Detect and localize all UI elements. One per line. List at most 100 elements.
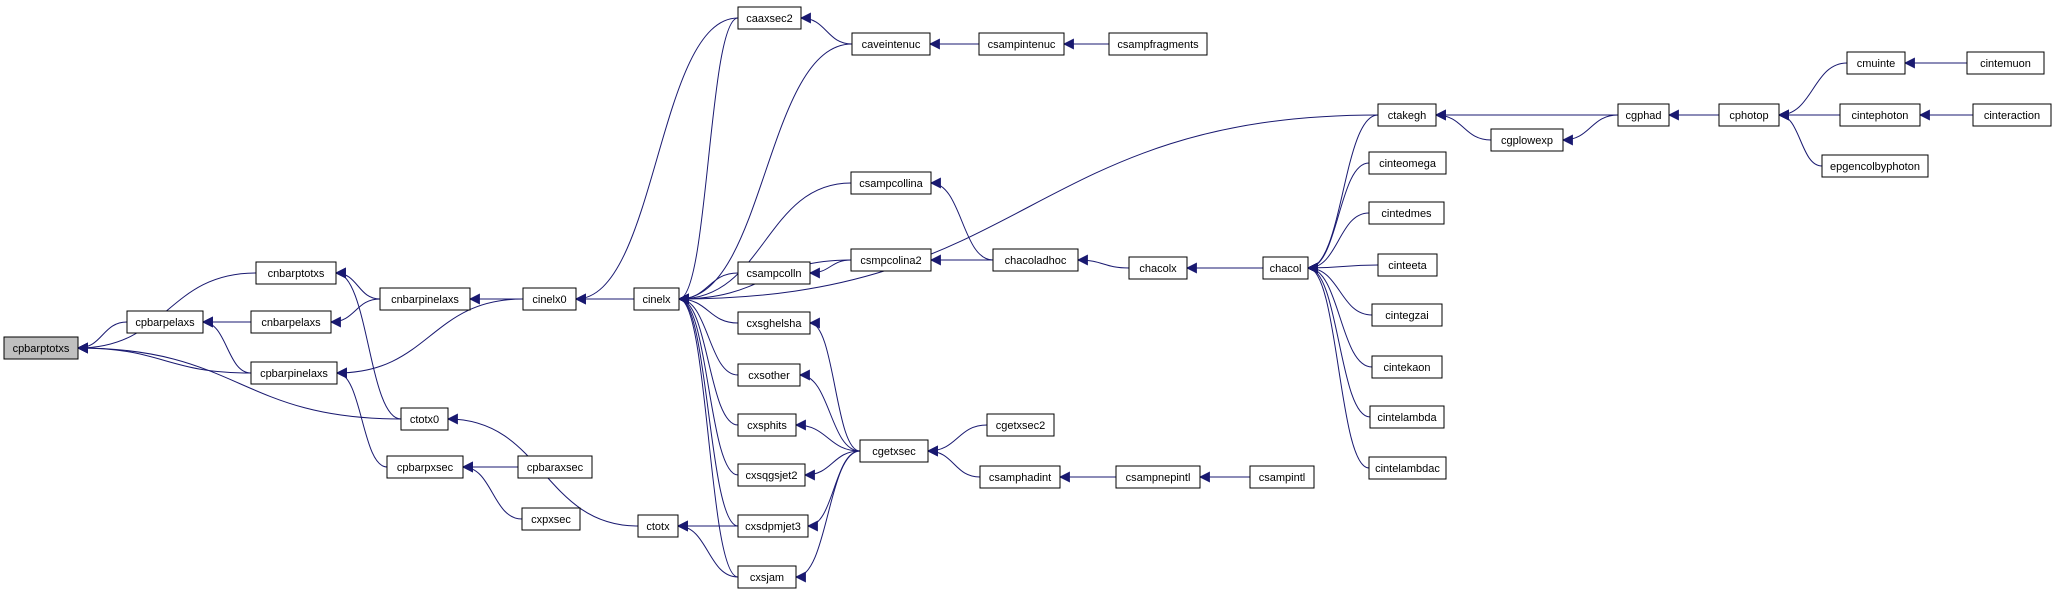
node-box[interactable] <box>1377 253 1438 277</box>
node-box[interactable] <box>1972 103 2052 127</box>
node-cpbarpxsec[interactable]: cpbarpxsec <box>386 455 464 479</box>
node-box[interactable] <box>3 336 79 360</box>
node-box[interactable] <box>1839 103 1921 127</box>
node-box[interactable] <box>1617 103 1670 127</box>
node-box[interactable] <box>1821 154 1929 178</box>
node-cnbarpelaxs[interactable]: cnbarpelaxs <box>250 310 332 334</box>
node-ctotx0[interactable]: ctotx0 <box>400 407 449 431</box>
node-box[interactable] <box>1128 256 1188 280</box>
node-cinteeta[interactable]: cinteeta <box>1377 253 1438 277</box>
node-cnbarpinelaxs[interactable]: cnbarpinelaxs <box>379 287 471 311</box>
node-cintedmes[interactable]: cintedmes <box>1368 201 1445 225</box>
node-csampnepintl[interactable]: csampnepintl <box>1115 465 1201 489</box>
node-box[interactable] <box>522 287 577 311</box>
node-box[interactable] <box>737 261 811 285</box>
node-cxsghelsha[interactable]: cxsghelsha <box>737 311 811 335</box>
node-cintekaon[interactable]: cintekaon <box>1371 355 1443 379</box>
node-box[interactable] <box>521 507 581 531</box>
node-box[interactable] <box>737 363 801 387</box>
node-cmuinte[interactable]: cmuinte <box>1846 51 1906 75</box>
node-csampcolln[interactable]: csampcolln <box>737 261 811 285</box>
node-epgencolbyphoton[interactable]: epgencolbyphoton <box>1821 154 1929 178</box>
node-cinelx0[interactable]: cinelx0 <box>522 287 577 311</box>
node-chacoladhoc[interactable]: chacoladhoc <box>992 248 1079 272</box>
node-box[interactable] <box>400 407 449 431</box>
node-box[interactable] <box>992 248 1079 272</box>
node-box[interactable] <box>637 514 679 538</box>
node-box[interactable] <box>1718 103 1780 127</box>
node-cpbarpinelaxs[interactable]: cpbarpinelaxs <box>250 361 338 385</box>
node-cphotop[interactable]: cphotop <box>1718 103 1780 127</box>
node-ctotx[interactable]: ctotx <box>637 514 679 538</box>
node-csamphadint[interactable]: csamphadint <box>979 465 1061 489</box>
node-cinteomega[interactable]: cinteomega <box>1368 151 1447 175</box>
node-box[interactable] <box>1262 256 1309 280</box>
node-box[interactable] <box>379 287 471 311</box>
node-chacolx[interactable]: chacolx <box>1128 256 1188 280</box>
node-cgetxsec[interactable]: cgetxsec <box>859 439 929 463</box>
node-box[interactable] <box>851 32 931 56</box>
node-box[interactable] <box>737 6 802 30</box>
node-cgphad[interactable]: cgphad <box>1617 103 1670 127</box>
node-box[interactable] <box>1377 103 1437 127</box>
node-box[interactable] <box>250 310 332 334</box>
node-box[interactable] <box>1249 465 1315 489</box>
node-box[interactable] <box>1966 51 2045 75</box>
node-cintelambda[interactable]: cintelambda <box>1369 405 1445 429</box>
node-cintemuon[interactable]: cintemuon <box>1966 51 2045 75</box>
node-box[interactable] <box>979 465 1061 489</box>
node-box[interactable] <box>250 361 338 385</box>
node-box[interactable] <box>737 311 811 335</box>
node-box[interactable] <box>850 171 932 195</box>
node-box[interactable] <box>1115 465 1201 489</box>
node-box[interactable] <box>255 261 337 285</box>
node-caaxsec2[interactable]: caaxsec2 <box>737 6 802 30</box>
node-box[interactable] <box>1490 128 1564 152</box>
node-box[interactable] <box>850 248 932 272</box>
node-cpbarptotxs[interactable]: cpbarptotxs <box>3 336 79 360</box>
node-ctakegh[interactable]: ctakegh <box>1377 103 1437 127</box>
node-box[interactable] <box>1371 355 1443 379</box>
node-box[interactable] <box>737 514 809 538</box>
node-csampintl[interactable]: csampintl <box>1249 465 1315 489</box>
node-box[interactable] <box>633 287 680 311</box>
node-csampintenuc[interactable]: csampintenuc <box>978 32 1065 56</box>
node-box[interactable] <box>1371 303 1443 327</box>
node-box[interactable] <box>1846 51 1906 75</box>
node-csampcollina[interactable]: csampcollina <box>850 171 932 195</box>
node-box[interactable] <box>859 439 929 463</box>
node-cintegzai[interactable]: cintegzai <box>1371 303 1443 327</box>
node-box[interactable] <box>737 413 797 437</box>
node-box[interactable] <box>1368 151 1447 175</box>
node-cinelx[interactable]: cinelx <box>633 287 680 311</box>
node-csmpcolina2[interactable]: csmpcolina2 <box>850 248 932 272</box>
node-box[interactable] <box>517 455 593 479</box>
node-cxsjam[interactable]: cxsjam <box>737 565 797 589</box>
node-box[interactable] <box>1368 456 1447 480</box>
node-cintephoton[interactable]: cintephoton <box>1839 103 1921 127</box>
node-cxsdpmjet3[interactable]: cxsdpmjet3 <box>737 514 809 538</box>
node-box[interactable] <box>986 413 1055 437</box>
node-box[interactable] <box>737 463 806 487</box>
node-box[interactable] <box>978 32 1065 56</box>
node-cgplowexp[interactable]: cgplowexp <box>1490 128 1564 152</box>
node-csampfragments[interactable]: csampfragments <box>1108 32 1208 56</box>
node-chacol[interactable]: chacol <box>1262 256 1309 280</box>
node-box[interactable] <box>126 310 204 334</box>
node-cnbarptotxs[interactable]: cnbarptotxs <box>255 261 337 285</box>
node-cxsother[interactable]: cxsother <box>737 363 801 387</box>
node-cpbarpelaxs[interactable]: cpbarpelaxs <box>126 310 204 334</box>
node-caveintenuc[interactable]: caveintenuc <box>851 32 931 56</box>
node-box[interactable] <box>1369 405 1445 429</box>
node-cxsqgsjet2[interactable]: cxsqgsjet2 <box>737 463 806 487</box>
node-box[interactable] <box>1368 201 1445 225</box>
node-box[interactable] <box>737 565 797 589</box>
node-cxsphits[interactable]: cxsphits <box>737 413 797 437</box>
node-box[interactable] <box>1108 32 1208 56</box>
node-cxpxsec[interactable]: cxpxsec <box>521 507 581 531</box>
node-cpbaraxsec[interactable]: cpbaraxsec <box>517 455 593 479</box>
node-cgetxsec2[interactable]: cgetxsec2 <box>986 413 1055 437</box>
node-cintelambdac[interactable]: cintelambdac <box>1368 456 1447 480</box>
node-box[interactable] <box>386 455 464 479</box>
node-cinteraction[interactable]: cinteraction <box>1972 103 2052 127</box>
